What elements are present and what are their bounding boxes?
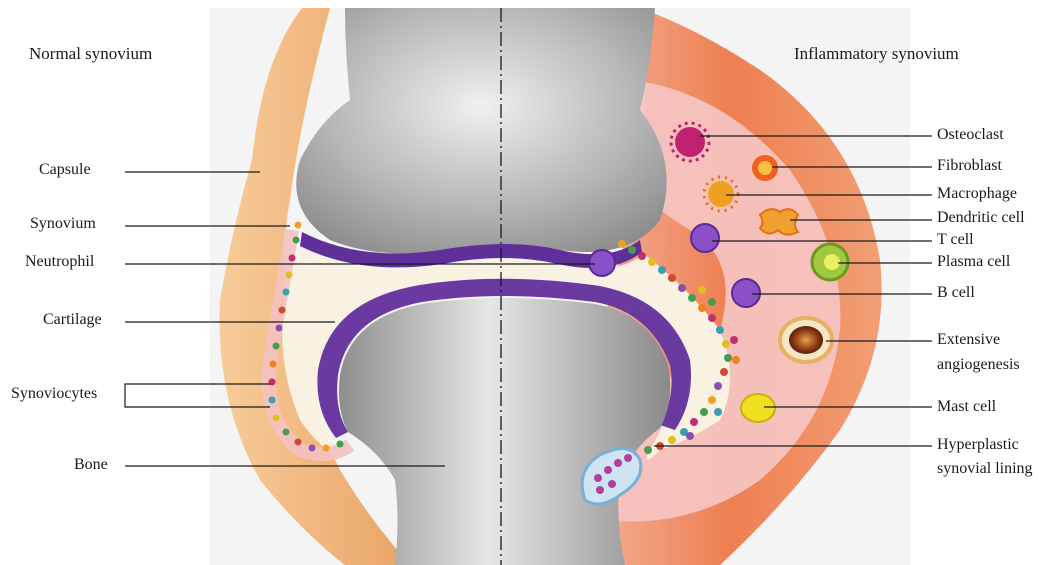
- t-cell: [691, 224, 719, 252]
- label-fibroblast: Fibroblast: [937, 157, 1002, 175]
- title-normal-synovium: Normal synovium: [29, 44, 152, 64]
- label-cartilage: Cartilage: [43, 311, 102, 329]
- label-bone: Bone: [74, 456, 108, 474]
- label-t-cell: T cell: [937, 231, 974, 249]
- fibroblast-cell: [752, 155, 778, 181]
- label-hyperplastic: Hyperplastic: [937, 436, 1019, 454]
- label-neutrophil: Neutrophil: [25, 253, 94, 271]
- dendritic-cell: [760, 209, 798, 234]
- plasma-cell: [812, 244, 848, 280]
- label-synoviocytes: Synoviocytes: [11, 385, 97, 403]
- label-extensive: Extensive: [937, 331, 1000, 349]
- label-synovium: Synovium: [30, 215, 96, 233]
- label-osteoclast: Osteoclast: [937, 126, 1004, 144]
- angiogenesis-vessel: [780, 318, 832, 362]
- b-cell: [732, 279, 760, 307]
- upper-bone: [296, 8, 666, 253]
- title-inflammatory-synovium: Inflammatory synovium: [794, 44, 959, 64]
- label-capsule: Capsule: [39, 161, 91, 179]
- label-mast-cell: Mast cell: [937, 398, 996, 416]
- label-b-cell: B cell: [937, 284, 975, 302]
- label-dendritic-cell: Dendritic cell: [937, 209, 1025, 227]
- label-plasma-cell: Plasma cell: [937, 253, 1010, 271]
- label-macrophage: Macrophage: [937, 185, 1017, 203]
- mast-cell: [741, 394, 775, 422]
- neutrophil-cell: [589, 250, 615, 276]
- label-angiogenesis: angiogenesis: [937, 356, 1020, 374]
- label-synovial-lining: synovial lining: [937, 460, 1033, 478]
